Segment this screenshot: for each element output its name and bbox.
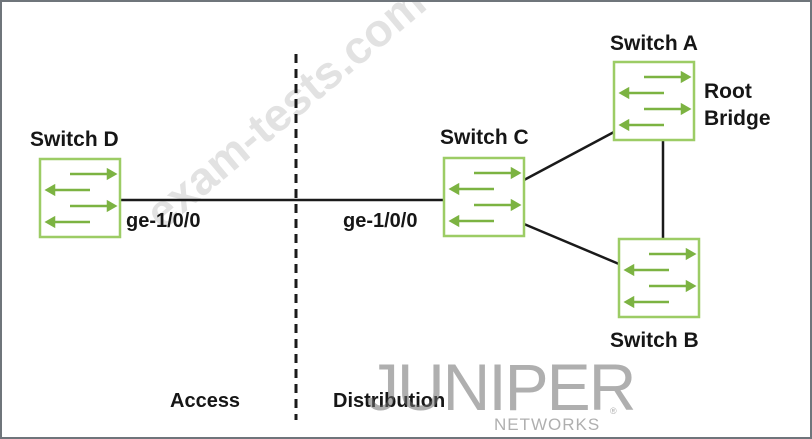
port-label-switch-d: ge-1/0/0 — [126, 210, 201, 232]
switch-b-label: Switch B — [610, 329, 699, 352]
switch-d-label: Switch D — [30, 128, 119, 151]
root-bridge-label-line: Bridge — [704, 107, 771, 130]
juniper-logo: JUNIPER — [366, 350, 636, 424]
port-label-switch-c: ge-1/0/0 — [343, 210, 418, 232]
switch-a-label: Switch A — [610, 32, 698, 55]
juniper-logo-networks: NETWORKS — [494, 415, 601, 434]
switch-c-label: Switch C — [440, 126, 529, 149]
switch-d-icon — [38, 157, 122, 239]
root-bridge-label-line: Root — [704, 80, 752, 103]
switch-a-icon — [612, 60, 696, 142]
zone-label-access: Access — [170, 390, 241, 412]
registered-mark: ® — [610, 406, 617, 416]
zone-label-distribution: Distribution — [333, 390, 446, 412]
root-bridge-label: Root Bridge — [704, 78, 771, 132]
link-switch-c-switch-a — [523, 130, 615, 182]
switch-b-icon — [617, 237, 701, 319]
switch-c-icon — [442, 156, 526, 238]
link-switch-c-switch-b — [523, 222, 620, 266]
